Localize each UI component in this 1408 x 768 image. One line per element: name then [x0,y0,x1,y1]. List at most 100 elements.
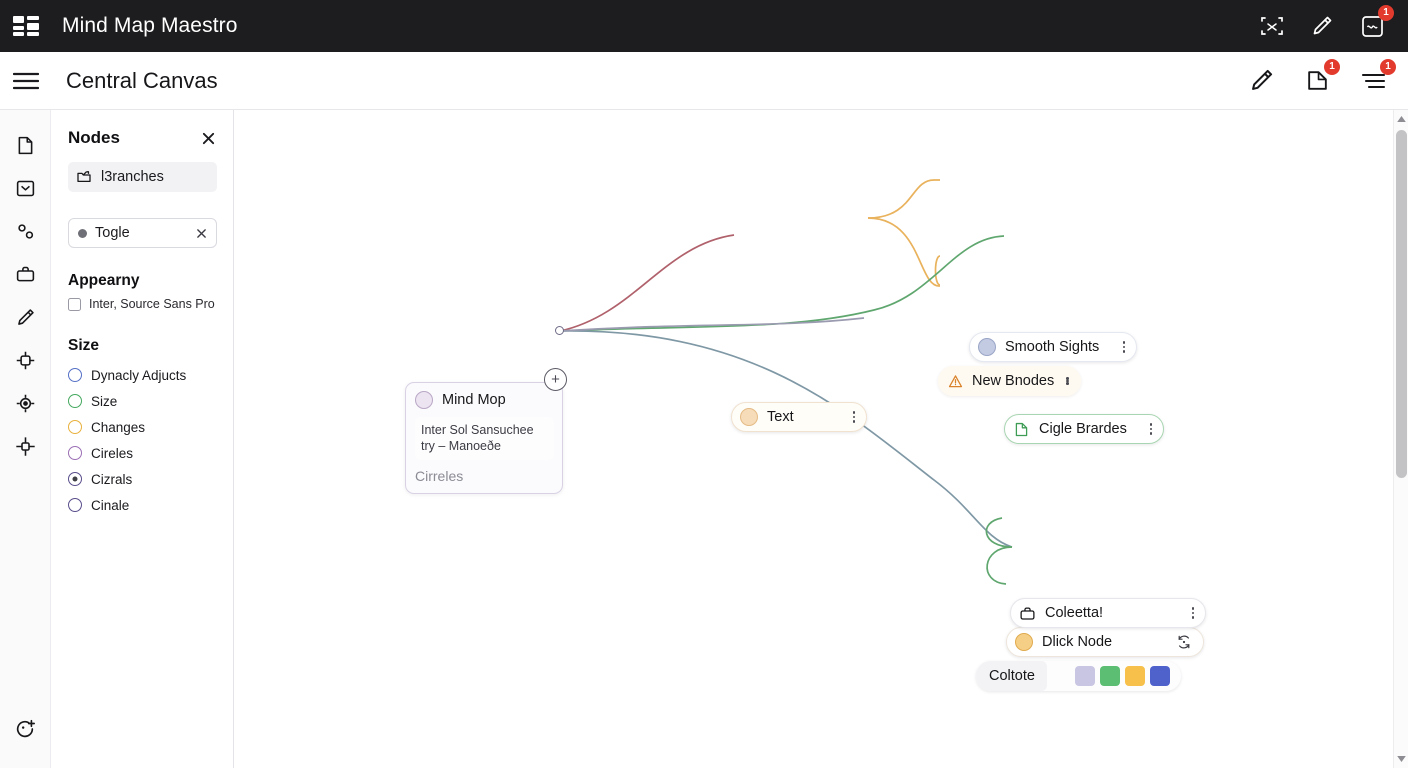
kebab-menu-icon[interactable] [1191,607,1194,619]
root-node-title: Mind Mop [442,392,506,408]
node-smooth-sights[interactable]: Smooth Sights [969,332,1137,362]
scroll-down-arrow[interactable] [1394,752,1408,766]
top-app-bar: Mind Map Maestro 1 [0,0,1408,52]
scrollbar-thumb[interactable] [1396,130,1407,478]
panel-title: Nodes [68,128,120,147]
node-dlick-node[interactable]: Dlick Node [1006,627,1204,657]
briefcase-icon[interactable] [8,257,42,291]
list-item-label: l3ranches [101,169,164,185]
move-node-icon[interactable] [8,343,42,377]
page-header-actions: 1 1 [1246,58,1408,96]
marker-pen-icon[interactable] [8,300,42,334]
filter-input[interactable]: Togle [68,218,217,248]
radio-label: Size [91,393,118,409]
app-title: Mind Map Maestro [62,14,238,37]
root-node-footer: Cirreles [415,468,464,484]
open-folder-icon [76,169,92,185]
close-icon[interactable] [195,227,208,240]
node-label: Text [767,409,794,425]
color-swatch-3[interactable] [1124,666,1145,686]
node-new-bnodes[interactable]: New Bnodes [938,366,1081,396]
radio-label: Cizrals [91,471,133,487]
radio-option-cizrals[interactable]: Cizrals [68,466,217,492]
grid-logo-icon[interactable] [0,0,52,52]
node-label: New Bnodes [972,373,1055,389]
notification-badge: 1 [1324,58,1340,75]
notification-badge: 1 [1378,5,1394,21]
node-color-swatch[interactable] [978,338,996,356]
node-label: Dlick Node [1042,634,1113,650]
radio-label: Cinale [91,497,130,513]
nodes-connect-icon[interactable] [8,214,42,248]
warning-triangle-icon [947,373,964,390]
green-file-icon [1013,421,1030,438]
radio-option-cireles[interactable]: Cireles [68,440,217,466]
size-heading: Size [68,337,100,354]
radio-circle[interactable] [68,420,82,434]
inbox-check-icon[interactable] [8,171,42,205]
color-swatch-4[interactable] [1149,666,1170,686]
color-swatch-1[interactable] [1074,666,1095,686]
refresh-target-icon[interactable] [1176,634,1192,650]
hamburger-menu-icon[interactable] [0,52,52,110]
close-icon[interactable] [199,129,217,147]
node-color-swatch[interactable] [740,408,758,426]
radio-circle[interactable] [68,446,82,460]
add-face-icon[interactable] [8,712,42,746]
node-color-swatch[interactable] [1015,633,1033,651]
node-text[interactable]: Text [731,402,867,432]
list-lines-icon[interactable]: 1 [1358,58,1396,96]
radio-circle[interactable] [68,498,82,512]
node-coltote-palette[interactable]: Coltote [976,661,1181,691]
list-item-branches[interactable]: l3ranches [68,162,217,192]
radio-label: Cireles [91,445,134,461]
radio-option-dynacly-adjucts[interactable]: Dynacly Adjucts [68,362,217,388]
nodes-properties-panel: Nodes l3ranches Togle [51,110,234,768]
new-page-icon[interactable]: 1 [1302,58,1340,96]
appearance-heading: Appearny [68,272,140,289]
radio-label: Changes [91,419,146,435]
top-bar-actions: 1 [1258,5,1408,40]
root-node-body[interactable]: Inter Sol Sansuchee try – Manoeðe [415,417,554,460]
node-coleetta[interactable]: Coleetta! [1010,598,1206,628]
kebab-menu-icon[interactable] [1122,341,1125,353]
radio-circle[interactable] [68,472,82,486]
font-family-checkbox[interactable]: Inter, Source Sans Pro [68,297,217,311]
kebab-menu-icon[interactable] [1149,423,1152,435]
node-label: Cigle Brardes [1039,421,1127,437]
target-focus-icon[interactable] [8,386,42,420]
radio-label: Dynacly Adjucts [91,367,187,383]
root-node-card[interactable]: Mind Mop Inter Sol Sansuchee try – Manoe… [405,382,563,494]
radio-option-size[interactable]: Size [68,388,217,414]
checkbox-box[interactable] [68,297,81,311]
tool-rail [0,110,51,768]
connector-anchor[interactable] [555,326,564,335]
radio-circle[interactable] [68,368,82,382]
fullscreen-expand-icon[interactable] [1258,12,1286,40]
page-header-bar: Central Canvas 1 1 [0,52,1408,110]
root-node-header: Mind Mop [415,391,554,409]
mindmap-canvas[interactable]: Mind Mop Inter Sol Sansuchee try – Manoe… [234,110,1408,768]
filter-value: Togle [95,225,130,241]
pencil-edit-icon[interactable] [1246,66,1276,96]
node-label: Coltote [976,661,1047,691]
kebab-menu-icon[interactable] [1066,377,1069,385]
color-swatch-2[interactable] [1099,666,1120,686]
briefcase-icon [1019,605,1036,622]
add-node-icon[interactable]: + [544,368,567,391]
canvas-vertical-scrollbar[interactable] [1393,110,1408,768]
kebab-menu-icon[interactable] [852,411,855,423]
node-color-swatch[interactable] [415,391,433,409]
radio-option-changes[interactable]: Changes [68,414,217,440]
radio-option-cinale[interactable]: Cinale [68,492,217,518]
pencil-edit-icon[interactable] [1308,12,1336,40]
node-cigle-brardes[interactable]: Cigle Brardes [1004,414,1164,444]
status-dot-icon [78,228,87,238]
document-icon[interactable] [8,128,42,162]
expand-arrows-icon[interactable] [8,429,42,463]
scroll-up-arrow[interactable] [1394,112,1408,126]
node-label: Coleetta! [1045,605,1104,621]
radio-circle[interactable] [68,394,82,408]
note-card-icon[interactable]: 1 [1358,5,1394,40]
node-label: Smooth Sights [1005,339,1100,355]
